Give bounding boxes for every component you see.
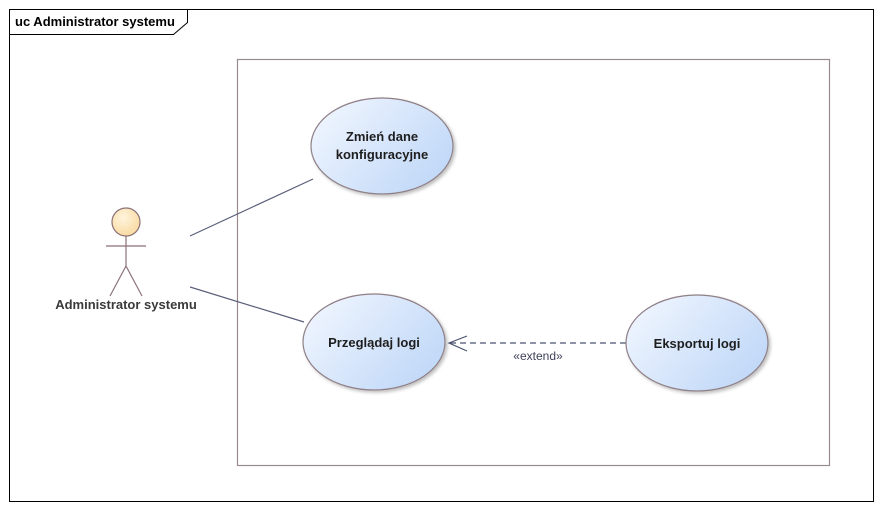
use-case-change-config-line2: konfiguracyjne: [336, 147, 428, 162]
extend-arrowhead: [447, 335, 468, 352]
frame-title-tab: [9, 9, 188, 35]
actor-left-leg: [109, 265, 127, 297]
use-case-change-config[interactable]: Zmień dane konfiguracyjne: [310, 97, 454, 195]
use-case-export-logs[interactable]: Eksportuj logi: [625, 294, 769, 392]
use-case-export-logs-label: Eksportuj logi: [654, 336, 741, 351]
association-line-browse-logs[interactable]: [189, 286, 305, 323]
extend-label: «extend»: [513, 349, 563, 363]
use-case-browse-logs[interactable]: Przeglądaj logi: [302, 293, 446, 391]
use-case-browse-logs-label: Przeglądaj logi: [328, 335, 420, 350]
actor-head-icon: [111, 207, 141, 237]
actor-name: Administrator systemu: [55, 297, 197, 312]
use-case-change-config-line1: Zmień dane: [346, 129, 418, 144]
actor-right-leg: [125, 265, 143, 297]
frame-title: uc Administrator systemu: [15, 14, 175, 29]
association-line-change-config[interactable]: [189, 178, 314, 237]
actor-administrator[interactable]: Administrator systemu: [55, 207, 197, 312]
